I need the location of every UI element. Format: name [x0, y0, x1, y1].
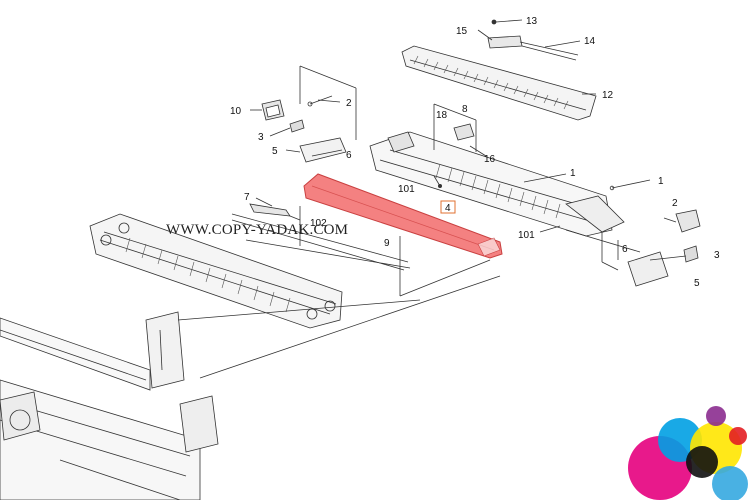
part-4-label-box: [440, 200, 456, 214]
callout-101b: 101: [518, 230, 535, 241]
part-4-highlight[interactable]: [303, 173, 503, 259]
callout-3a: 3: [258, 132, 264, 143]
part-group-right-small: [539, 179, 701, 287]
part-12-rack: [401, 45, 597, 121]
callout-10: 10: [230, 106, 242, 117]
callout-1b: 1: [658, 176, 664, 187]
callout-3b: 3: [714, 250, 720, 261]
callout-101a: 101: [398, 184, 415, 195]
callout-18: 18: [436, 110, 448, 121]
callout-2a: 2: [346, 98, 352, 109]
callout-16: 16: [484, 154, 496, 165]
callout-8: 8: [462, 104, 468, 115]
part-group-left-small: [250, 65, 357, 163]
part-group-mid-left: [231, 197, 491, 297]
part-1-frame: [369, 103, 613, 237]
callout-15: 15: [456, 26, 468, 37]
logo-circle-purple: [706, 406, 726, 426]
callout-1a: 1: [570, 168, 576, 179]
highlighted-roller[interactable]: [303, 173, 503, 259]
watermark-text: WWW.COPY-YADAK.COM: [166, 222, 349, 238]
logo-circle-blue: [712, 466, 748, 500]
callout-labels: 13 15 14 12 10 2 8 18 3 5 6 16 1 101 1 7…: [230, 16, 720, 289]
brand-logo: [628, 406, 748, 500]
part-group-top: [477, 19, 581, 61]
logo-circle-black: [686, 446, 718, 478]
callout-4: 4: [445, 203, 451, 214]
callout-102: 102: [310, 218, 327, 229]
callout-6b: 6: [622, 244, 628, 255]
callout-9: 9: [384, 238, 390, 249]
callout-5a: 5: [272, 146, 278, 157]
callout-2b: 2: [672, 198, 678, 209]
logo-circle-red: [729, 427, 747, 445]
callout-7: 7: [244, 192, 250, 203]
callout-5b: 5: [694, 278, 700, 289]
callout-6a: 6: [346, 150, 352, 161]
callout-12: 12: [602, 90, 614, 101]
lower-assembly: [0, 213, 501, 500]
callout-14: 14: [584, 36, 596, 47]
callout-13: 13: [526, 16, 538, 27]
